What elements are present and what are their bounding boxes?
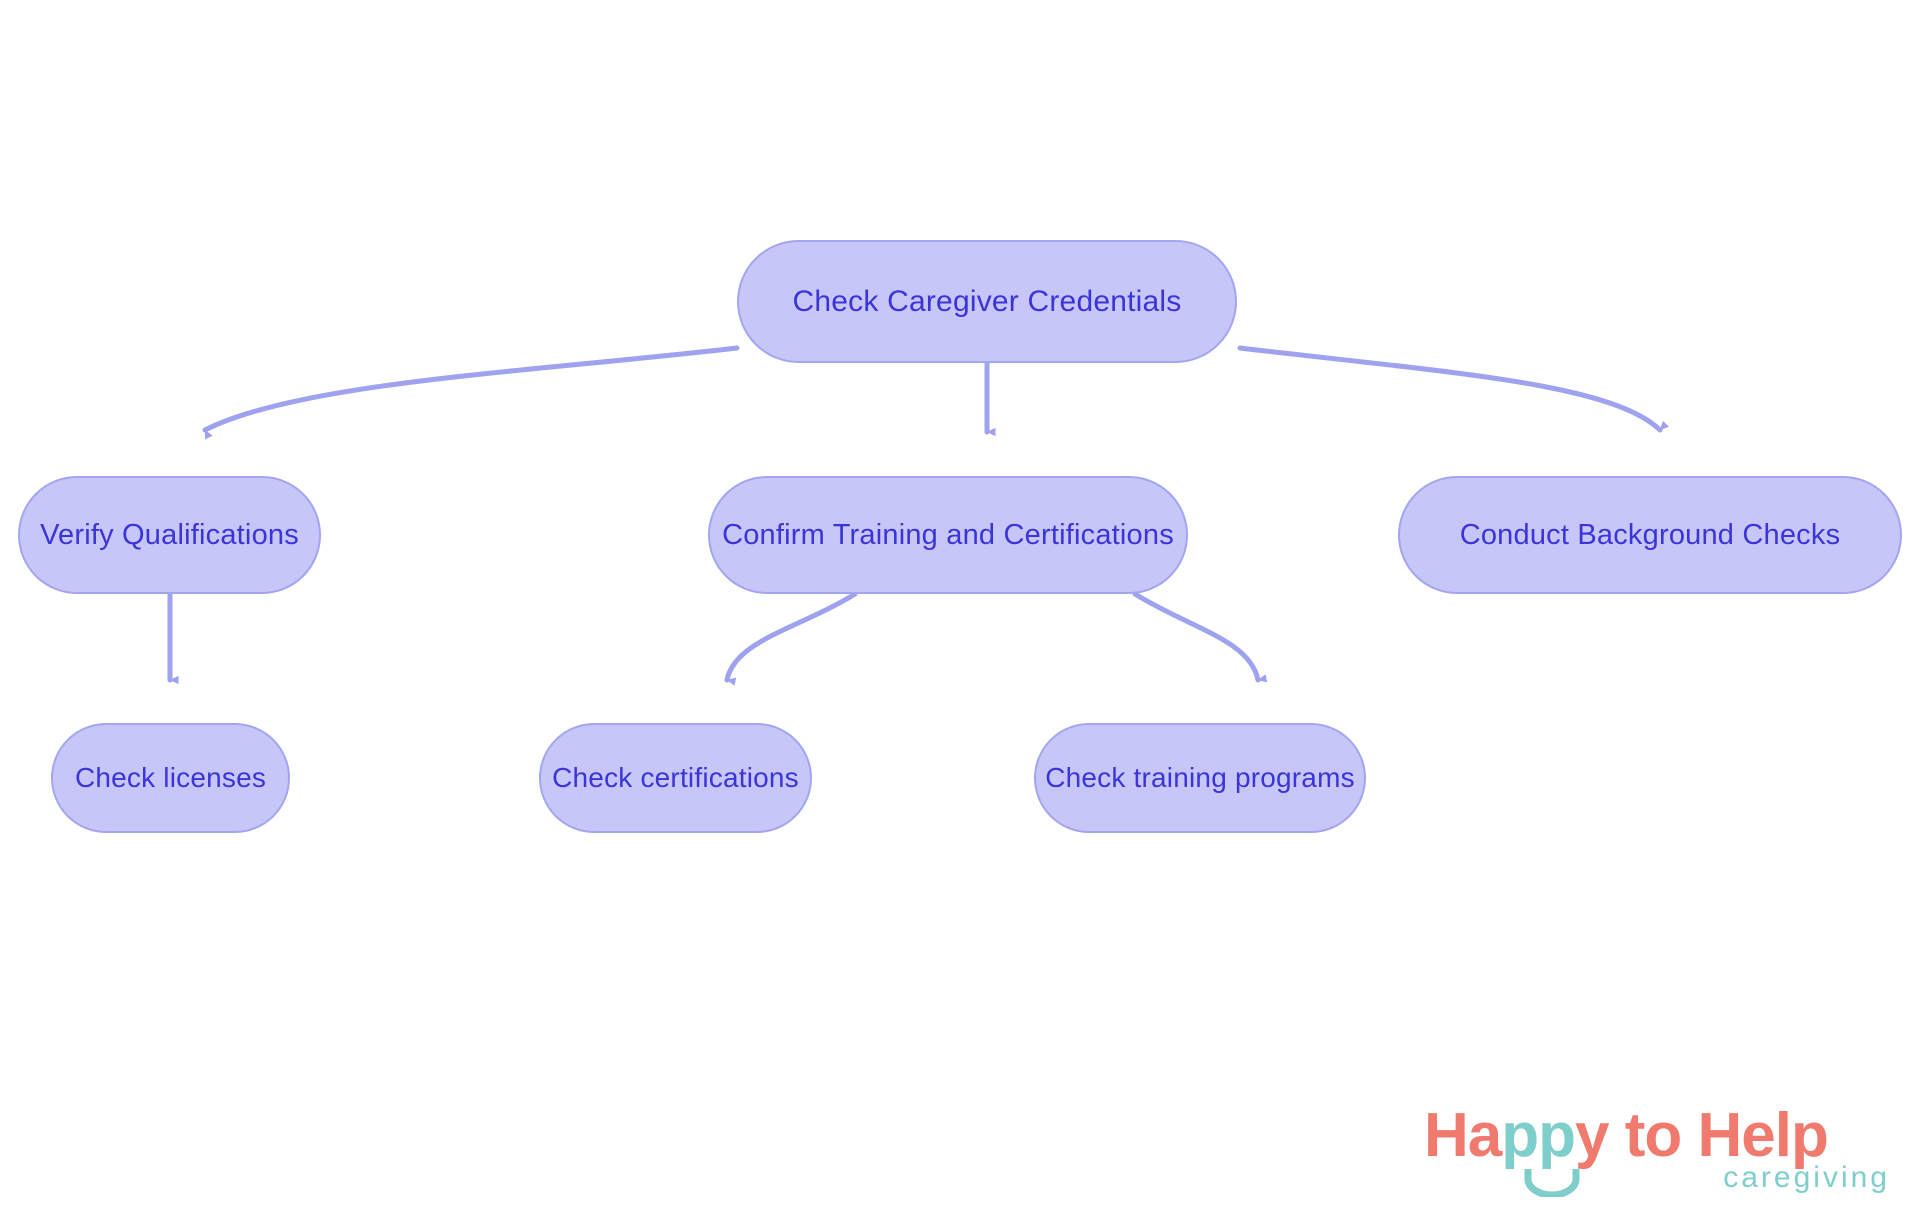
happy-to-help-logo: Happy to Help caregiving xyxy=(1424,1105,1894,1205)
node-label: Confirm Training and Certifications xyxy=(722,518,1174,551)
node-confirm-training-and-certifications[interactable]: Confirm Training and Certifications xyxy=(708,476,1188,594)
node-label: Check licenses xyxy=(74,762,267,793)
node-label: Check training programs xyxy=(1045,762,1355,793)
logo-text-pp: pp xyxy=(1501,1101,1576,1170)
node-verify-qualifications[interactable]: Verify Qualifications xyxy=(18,476,321,594)
node-label: Check Caregiver Credentials xyxy=(792,284,1182,318)
logo-text-help: Help xyxy=(1697,1101,1828,1170)
node-conduct-background-checks[interactable]: Conduct Background Checks xyxy=(1398,476,1902,594)
node-check-caregiver-credentials[interactable]: Check Caregiver Credentials xyxy=(737,240,1237,363)
node-check-licenses[interactable]: Check licenses xyxy=(51,723,290,833)
edge-root-to-background xyxy=(1237,345,1669,433)
node-label: Check certifications xyxy=(552,762,799,793)
node-label: Verify Qualifications xyxy=(40,518,299,551)
logo-tagline: caregiving xyxy=(1723,1161,1890,1194)
logo-wordmark: Happy to Help xyxy=(1424,1105,1894,1167)
node-check-certifications[interactable]: Check certifications xyxy=(539,723,812,833)
edge-confirm-to-training xyxy=(1132,591,1268,683)
logo-text-to: to xyxy=(1608,1101,1698,1170)
node-check-training-programs[interactable]: Check training programs xyxy=(1034,723,1366,833)
node-label: Conduct Background Checks xyxy=(1459,518,1841,551)
smile-arc-icon xyxy=(1524,1169,1580,1197)
edge-root-to-verify xyxy=(202,345,740,440)
edge-confirm-to-certs xyxy=(724,591,858,686)
logo-text-ha: Ha xyxy=(1424,1101,1502,1170)
logo-text-y: y xyxy=(1575,1101,1609,1170)
